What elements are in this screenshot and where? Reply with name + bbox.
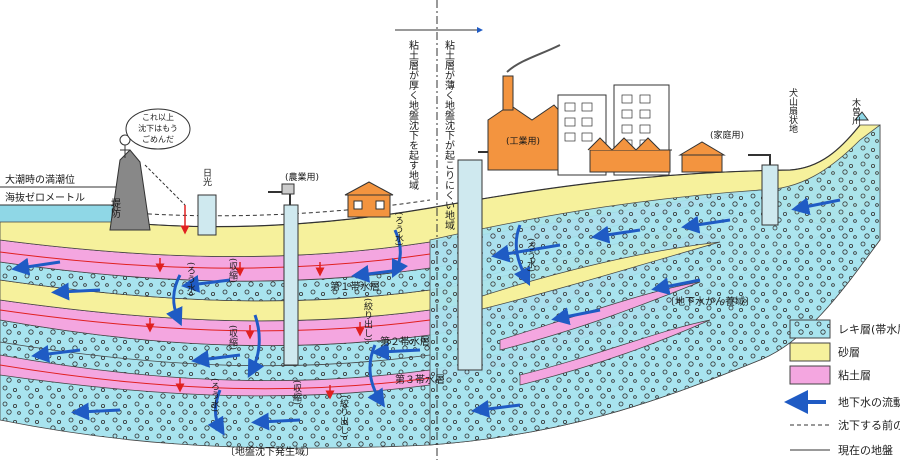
agri-well <box>268 183 299 366</box>
label-seepage-4: (ろう水) <box>209 378 220 412</box>
subsidence-red-arrows <box>145 205 365 400</box>
legend-swatch-sand <box>789 342 831 362</box>
legend-label-flow: 地下水の流動 <box>838 395 900 409</box>
label-squeeze-1: (絞り出し) <box>362 298 373 341</box>
label-groundwater-region: 〔地下水かん養域〕 <box>665 295 755 308</box>
label-sea-level: 海抜ゼロメートル <box>5 191 85 204</box>
label-seepage-1: (ろう水) <box>185 262 196 296</box>
label-industrial: (工業用) <box>506 135 540 147</box>
legend-label-sand: 砂層 <box>838 346 860 359</box>
label-levee: 堤防 <box>109 198 121 219</box>
sluice-structure <box>197 194 217 236</box>
label-seepage-2: (ろう水) <box>393 212 404 246</box>
label-aquifer-2: 第２帯水層 <box>380 335 430 348</box>
legend: レキ層(帯水層) 砂層 粘土層 地下水の流動 沈下する前の地盤 現在の地盤 <box>784 319 900 457</box>
legend-swatch-gravel <box>789 319 831 339</box>
bubble-line-1: これ以上 <box>142 113 174 122</box>
label-fan: 犬山扇状地 <box>787 87 798 133</box>
levee-guide-dashed <box>144 164 186 206</box>
label-thick-clay: 粘土層が厚く地盤沈下を起す地域 <box>407 39 419 190</box>
label-shrink-3: (収縮) <box>291 380 302 405</box>
groundwater-flow-arrows <box>11 197 841 436</box>
legend-swatch-clay <box>789 365 831 385</box>
household-well <box>748 154 779 226</box>
label-agri-well: (農業用) <box>285 171 319 183</box>
legend-label-gravel: レキ層(帯水層) <box>838 323 900 336</box>
legend-label-clay: 粘土層 <box>838 368 871 382</box>
label-shrink-1: (収縮) <box>227 258 238 283</box>
subsidence-lines <box>0 251 431 390</box>
speech-bubble <box>125 108 191 150</box>
industrial-well <box>457 151 501 371</box>
label-river: 木曽川 <box>850 97 861 125</box>
house-small <box>344 181 394 218</box>
person-figure <box>119 134 131 158</box>
sand-lens-1 <box>469 241 721 313</box>
label-squeeze-2: (絞り出し) <box>338 395 349 438</box>
bubble-line-3: ごめんだ <box>142 134 174 144</box>
legend-label-current-ground: 現在の地盤 <box>838 444 893 457</box>
bubble-line-2: 沈下はもう <box>138 123 178 133</box>
factory <box>487 44 567 171</box>
label-shrink-2: (収縮) <box>227 325 238 350</box>
label-thin-clay: 粘土層が薄く地盤沈下が起こりにくい地域 <box>443 39 455 230</box>
label-seepage-3: (ろう水) <box>525 238 536 272</box>
label-aquifer-1: 第１帯水層 <box>330 280 380 293</box>
legend-label-pre-ground: 沈下する前の地盤 <box>838 418 900 432</box>
river <box>853 111 869 121</box>
row-houses <box>587 137 726 173</box>
current-ground-line <box>119 124 861 228</box>
levee <box>109 149 151 231</box>
label-aquifer-3: 第３帯水層 <box>395 373 445 386</box>
pre-subsidence-ground-line <box>119 199 431 217</box>
label-household: (家庭用) <box>710 129 744 141</box>
clay-lens-2 <box>519 319 711 386</box>
label-subsidence-region: 〔地盤沈下発生域〕 <box>225 445 315 458</box>
label-sluice: 日光 <box>201 168 212 187</box>
label-high-tide: 大潮時の満潮位 <box>5 173 75 186</box>
